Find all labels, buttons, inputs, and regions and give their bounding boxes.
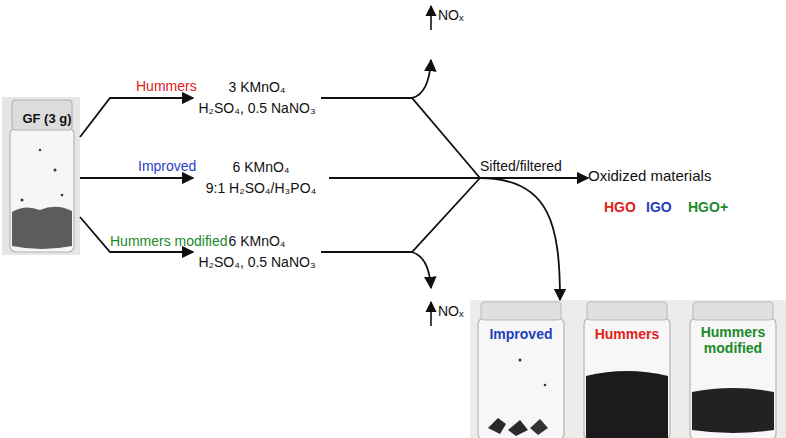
gas-up-arrow xyxy=(430,6,432,30)
node-text: Improved xyxy=(480,326,562,342)
node-text: 6 KMnO₄ xyxy=(228,231,285,252)
free-label: HGO+ xyxy=(688,199,728,215)
flake xyxy=(544,384,547,387)
vial-glass xyxy=(10,128,74,252)
sample-photo: GF (3 g) xyxy=(2,97,80,255)
node-text: H₂SO₄, 0.5 NaNO₃ xyxy=(198,98,315,119)
reagent-block: 3 KMnO₄H₂SO₄, 0.5 NaNO₃ xyxy=(193,76,321,120)
vial-cap xyxy=(481,302,561,320)
free-label: NOₓ xyxy=(438,303,464,319)
connector xyxy=(480,177,588,179)
free-label: NOₓ xyxy=(438,7,464,23)
connector xyxy=(80,177,193,179)
connector xyxy=(480,178,560,300)
oxidized-material xyxy=(586,371,668,438)
oxidized-flakes xyxy=(488,418,506,434)
product-photo: Improved Hummers Hummers modified xyxy=(470,300,786,438)
method-label: Hummers modified xyxy=(110,233,227,249)
connector xyxy=(321,98,480,178)
vial-cap xyxy=(587,302,667,320)
connector xyxy=(321,178,480,252)
oxidized-material xyxy=(692,388,774,433)
graphite-flakes xyxy=(12,207,72,249)
flake xyxy=(519,359,522,362)
method-label: Hummers xyxy=(136,78,197,94)
junction-label: Sifted/filtered xyxy=(480,158,572,178)
flake xyxy=(61,194,64,197)
photo-background xyxy=(2,97,80,255)
method-label: Improved xyxy=(138,158,196,174)
node-text: 6 KMnO₄ xyxy=(232,157,289,178)
free-label: HGO xyxy=(604,199,636,215)
oxidized-flakes xyxy=(530,419,548,435)
product-label: Oxidized materials xyxy=(588,167,738,189)
node-text: Sifted/filtered xyxy=(480,158,572,174)
vial-glass xyxy=(584,318,670,438)
node-text: 9:1 H₂SO₄/H₃PO₄ xyxy=(206,178,316,199)
free-label: IGO xyxy=(646,199,672,215)
node-text: 3 KMnO₄ xyxy=(228,77,285,98)
flake xyxy=(21,199,24,202)
node-text: Hummers xyxy=(586,326,668,342)
node-text: Oxidized materials xyxy=(588,167,738,184)
gas-curve xyxy=(412,60,431,98)
reagent-block: 6 KMnO₄9:1 H₂SO₄/H₃PO₄ xyxy=(193,155,329,201)
node-text: H₂SO₄, 0.5 NaNO₃ xyxy=(198,252,315,273)
flake xyxy=(54,169,57,172)
node-text: Hummers modified xyxy=(692,324,774,356)
vial-cap xyxy=(693,302,773,320)
connector xyxy=(80,98,193,137)
vial-glass xyxy=(690,318,776,438)
oxidized-flakes xyxy=(508,420,528,436)
node-text: GF (3 g) xyxy=(16,111,78,127)
gas-up-arrow xyxy=(430,302,432,326)
flake xyxy=(39,149,41,151)
gas-curve xyxy=(412,252,431,288)
connector xyxy=(329,177,480,179)
vial-glass xyxy=(478,318,564,438)
